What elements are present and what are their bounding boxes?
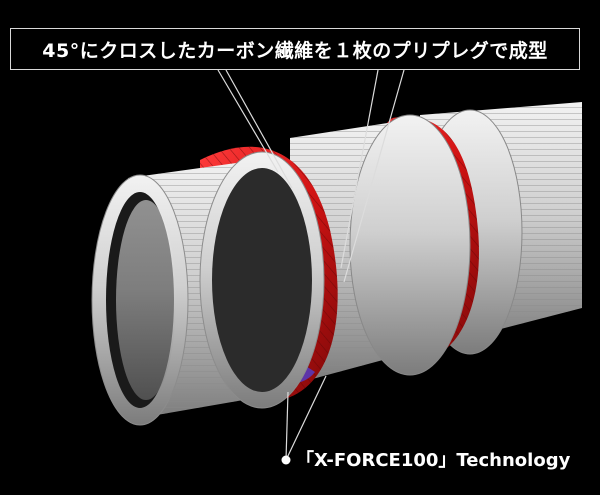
layup-callout-box: 45°にクロスしたカーボン繊維を１枚のプリプレグで成型 <box>10 28 580 70</box>
callout-leader-lines <box>217 69 405 283</box>
layup-callout-text: 45°にクロスしたカーボン繊維を１枚のプリプレグで成型 <box>42 39 548 62</box>
technology-leader-lines <box>285 375 327 461</box>
technology-label: 「X-FORCE100」Technology <box>296 450 571 471</box>
technology-bullet-dot <box>281 455 291 465</box>
outer-layer-front <box>91 151 325 426</box>
